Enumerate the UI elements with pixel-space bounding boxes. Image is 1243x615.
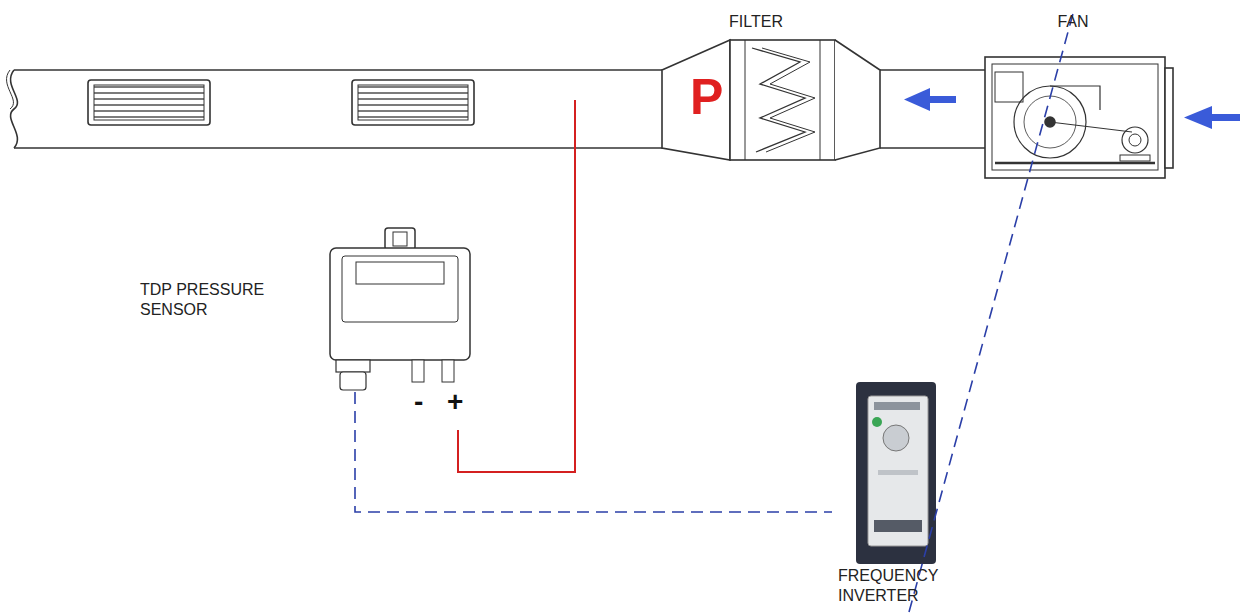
port-sign: - xyxy=(414,388,423,416)
air-grille xyxy=(352,80,474,125)
filter-label: FILTER xyxy=(660,12,852,32)
control-signal-cable xyxy=(909,10,1074,612)
fan-unit xyxy=(985,57,1173,178)
air-duct xyxy=(880,70,985,148)
sensor-label: TDP PRESSURE SENSOR xyxy=(140,280,300,320)
air-grille xyxy=(88,80,210,125)
air-duct xyxy=(7,70,662,148)
frequency-inverter-device xyxy=(856,382,936,564)
device-node: FREQUENCY INVERTER xyxy=(832,378,986,612)
device-node: TDP PRESSURE SENSOR xyxy=(136,226,472,392)
airflow-arrow xyxy=(904,88,956,111)
port-sign: + xyxy=(447,388,463,416)
filter-housing xyxy=(662,40,880,160)
pressure-tube xyxy=(458,100,575,472)
pressure-point-mark: P xyxy=(690,72,723,122)
airflow-arrow xyxy=(1184,106,1240,129)
device-node: FILTER xyxy=(660,10,854,162)
control-signal-cable xyxy=(355,392,832,512)
fan-label: FAN xyxy=(980,12,1166,32)
inverter-label: FREQUENCY INVERTER xyxy=(838,566,984,606)
device-node: FAN xyxy=(980,10,1168,180)
pressure-sensor-device xyxy=(330,228,470,390)
